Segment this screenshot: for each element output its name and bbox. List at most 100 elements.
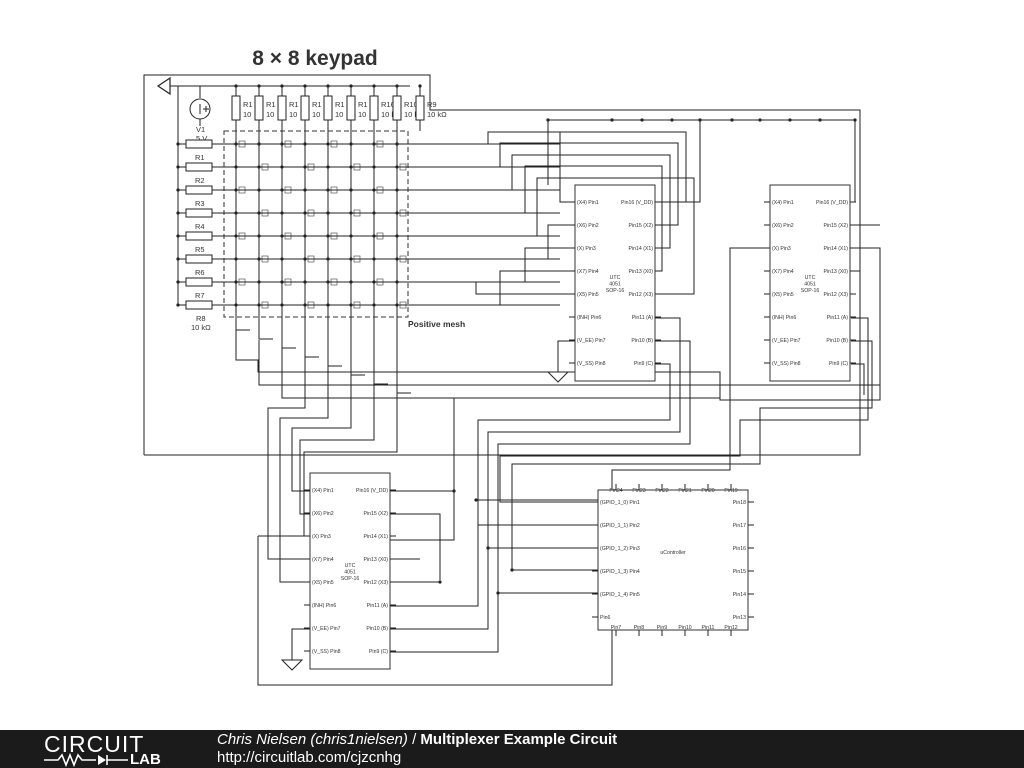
- logo-wordmark-bottom: LAB: [130, 751, 161, 768]
- mux-pin-right: Pin10 (B): [366, 626, 388, 632]
- mcu-pin-right: Pin13: [733, 615, 746, 621]
- column-resistor-value: 10 kΩ: [381, 110, 401, 119]
- mux-pin-left: (INH) Pin6: [772, 315, 796, 321]
- resistor-icon: [254, 95, 264, 121]
- mcu-pin-bottom: Pin10: [678, 625, 691, 631]
- resistor-icon: [369, 95, 379, 121]
- mcu-pin-top: Pin24: [609, 488, 622, 494]
- waveform-icon: [44, 753, 128, 767]
- ground-icon: [546, 340, 575, 383]
- mux-pin-right: Pin9 (C): [369, 649, 388, 655]
- logo-wordmark-top: CIRCUIT: [44, 731, 145, 757]
- mcu-pin-top: Pin23: [632, 488, 645, 494]
- column-resistor-name: R1: [243, 100, 253, 109]
- ground-icon: [280, 628, 310, 671]
- mux-pin-right: Pin13 (X0): [823, 269, 848, 275]
- mux-pin-right: Pin13 (X0): [628, 269, 653, 275]
- column-resistor-value: 10: [243, 110, 251, 119]
- mux-pin-left: (X5) Pin5: [577, 292, 599, 298]
- positive-mesh-boundary: [223, 130, 409, 318]
- mux-pin-right: Pin14 (X1): [823, 246, 848, 252]
- circuit-credit: Chris Nielsen (chris1nielsen) / Multiple…: [217, 731, 617, 749]
- mux-pin-left: (INH) Pin6: [577, 315, 601, 321]
- mux-pin-left: (X6) Pin2: [577, 223, 599, 229]
- mux-part-label: SOP-16: [341, 576, 360, 582]
- mux-pin-right: Pin15 (X2): [628, 223, 653, 229]
- mux-pin-left: (X4) Pin1: [312, 488, 334, 494]
- mux-pin-left: (V_EE) Pin7: [312, 626, 341, 632]
- mcu-pin-left: Pin6: [600, 615, 610, 621]
- mcu-pin-bottom: Pin12: [724, 625, 737, 631]
- mcu-pin-left: (GPIO_1_3) Pin4: [600, 569, 640, 575]
- mux-pin-right: Pin15 (X2): [823, 223, 848, 229]
- diagram-title: 8 × 8 keypad: [252, 47, 378, 70]
- mcu-name: uController: [660, 550, 686, 556]
- mcu-pin-top: Pin19: [724, 488, 737, 494]
- mux-pin-left: (X) Pin3: [312, 534, 331, 540]
- resistor-icon: [185, 208, 213, 218]
- row-resistor-label: R1: [195, 153, 205, 162]
- mcu-pin-right: Pin17: [733, 523, 746, 529]
- mux-pin-left: (X5) Pin5: [772, 292, 794, 298]
- mux-part-label: 4051: [344, 570, 356, 576]
- row-resistor-label: R6: [195, 268, 205, 277]
- mux-part-label: UTC: [610, 275, 621, 281]
- mcu-pin-top: Pin22: [655, 488, 668, 494]
- mux-pin-left: (X) Pin3: [577, 246, 596, 252]
- row-resistor-label: R7: [195, 291, 205, 300]
- circuit-title[interactable]: Multiplexer Example Circuit: [420, 731, 618, 748]
- battery-icon: [189, 86, 211, 126]
- r8-value: 10 kΩ: [191, 323, 211, 332]
- v1-value: 5 V: [196, 134, 207, 143]
- mux-pin-left: (V_SS) Pin8: [772, 361, 801, 367]
- column-resistor-value: 10: [358, 110, 366, 119]
- mcu-pin-top: Pin21: [678, 488, 691, 494]
- resistor-icon: [323, 95, 333, 121]
- column-resistor-name: R1: [358, 100, 368, 109]
- row-resistor-label: R4: [195, 222, 205, 231]
- r8-label: R8: [196, 314, 206, 323]
- mcu-pin-left: (GPIO_1_2) Pin3: [600, 546, 640, 552]
- mux-pin-right: Pin14 (X1): [363, 534, 388, 540]
- resistor-icon: [185, 139, 213, 149]
- resistor-icon: [346, 95, 356, 121]
- circuit-url[interactable]: http://circuitlab.com/cjzcnhg: [217, 749, 402, 766]
- row-resistor-label: R3: [195, 199, 205, 208]
- mux-pin-right: Pin16 (V_DD): [816, 200, 848, 206]
- resistor-icon: [300, 95, 310, 121]
- mcu-pin-right: Pin18: [733, 500, 746, 506]
- author-name[interactable]: Chris Nielsen (chris1nielsen): [217, 731, 408, 748]
- mcu-pin-bottom: Pin11: [702, 625, 715, 631]
- mux-part-label: 4051: [609, 282, 621, 288]
- circuitlab-logo[interactable]: CIRCUIT LAB: [44, 731, 174, 768]
- mux-chip-body: [309, 472, 391, 670]
- mux-part-label: UTC: [345, 563, 356, 569]
- mux-pin-left: (INH) Pin6: [312, 603, 336, 609]
- mcu-pin-left: (GPIO_1_0) Pin1: [600, 500, 640, 506]
- mux-pin-left: (X7) Pin4: [312, 557, 334, 563]
- footer-bar: CIRCUIT LAB Chris Nielsen (chris1nielsen…: [0, 730, 1024, 768]
- column-resistor-name: R1: [266, 100, 276, 109]
- resistor-icon: [185, 185, 213, 195]
- mux-pin-left: (X6) Pin2: [312, 511, 334, 517]
- port-arrow-icon: [156, 76, 171, 96]
- mux-pin-right: Pin11 (A): [367, 603, 389, 609]
- mux-pin-left: (X7) Pin4: [772, 269, 794, 275]
- resistor-icon: [185, 277, 213, 287]
- column-resistor-value: 10 kΩ: [404, 110, 424, 119]
- mux-part-label: 4051: [804, 282, 816, 288]
- mux-pin-left: (X4) Pin1: [577, 200, 599, 206]
- resistor-icon: [415, 95, 425, 121]
- mux-pin-right: Pin16 (V_DD): [356, 488, 388, 494]
- credit-separator: /: [407, 731, 421, 748]
- mux-pin-right: Pin11 (A): [632, 315, 654, 321]
- resistor-icon: [185, 162, 213, 172]
- mcu-pin-left: (GPIO_1_1) Pin2: [600, 523, 640, 529]
- mux-pin-left: (V_EE) Pin7: [577, 338, 606, 344]
- mcu-pin-bottom: Pin9: [657, 625, 667, 631]
- mcu-pin-right: Pin16: [733, 546, 746, 552]
- column-resistor-name: R9: [427, 100, 437, 109]
- mcu-pin-top: Pin20: [701, 488, 714, 494]
- mux-pin-right: Pin14 (X1): [628, 246, 653, 252]
